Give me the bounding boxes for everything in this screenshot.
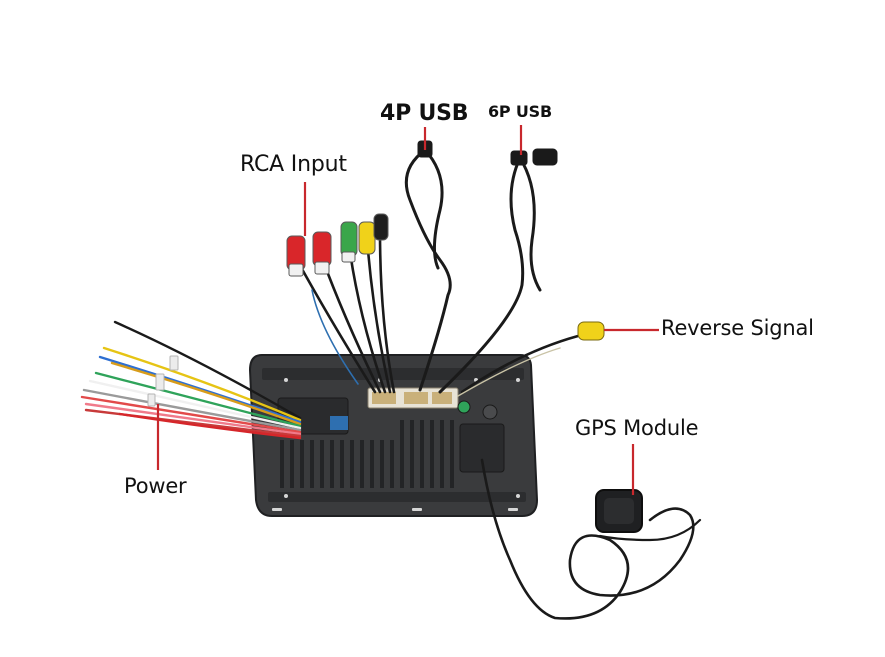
gps-module-label: GPS Module xyxy=(575,416,699,440)
vent-ribs xyxy=(280,420,454,488)
head-unit xyxy=(248,354,539,517)
callout-lines xyxy=(156,125,659,495)
power-harness xyxy=(80,320,302,440)
usb-6p-cable xyxy=(438,148,558,394)
rca-connectors xyxy=(286,213,389,277)
rca-input-label: RCA Input xyxy=(240,152,347,177)
usb-4p-label: 4P USB xyxy=(380,101,469,126)
usb-6p-label: 6P USB xyxy=(488,102,552,121)
power-label: Power xyxy=(124,474,187,498)
gps-module xyxy=(480,458,702,620)
reverse-signal-label: Reverse Signal xyxy=(661,316,814,340)
power-harness-tags xyxy=(147,355,179,407)
usb-4p-cable xyxy=(404,140,452,392)
reverse-signal-cable xyxy=(457,321,605,397)
